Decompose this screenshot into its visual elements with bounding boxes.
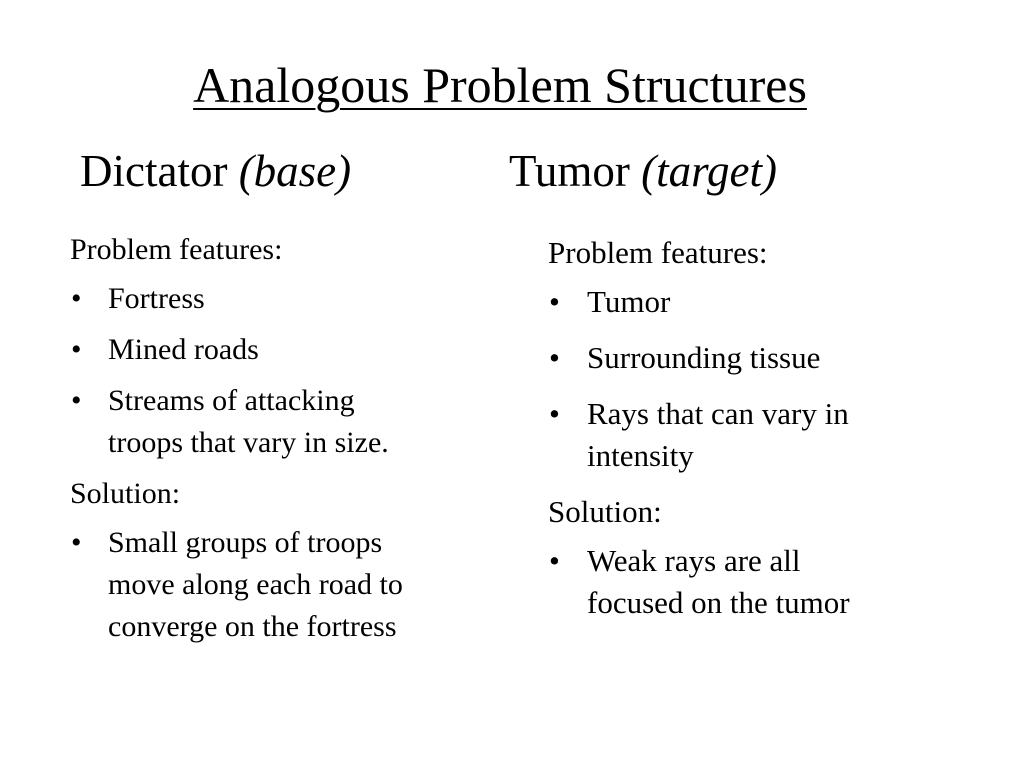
target-solution-label: Solution: — [548, 494, 662, 529]
list-item-text: intensity — [587, 438, 694, 473]
list-item: • Rays that can vary in intensity — [548, 393, 998, 477]
bullet-icon: • — [549, 396, 560, 431]
list-item: • Mined roads — [70, 329, 520, 371]
list-item-text: Tumor — [587, 284, 671, 319]
list-item: • Surrounding tissue — [548, 337, 998, 379]
base-problem-label: Problem features: — [70, 233, 283, 266]
target-column: Problem features: • Tumor • Surrounding tis… — [548, 232, 998, 638]
list-item-text: converge on the fortress — [108, 610, 397, 643]
target-problem-list: • Tumor • Surrounding tissue • Rays that can … — [548, 281, 998, 477]
list-item-text: Weak rays are all — [587, 543, 801, 578]
base-heading-name: Dictator — [80, 146, 228, 196]
bullet-icon: • — [71, 282, 82, 315]
base-heading-role: (base) — [238, 146, 352, 196]
list-item: • Tumor — [548, 281, 998, 323]
bullet-icon: • — [549, 340, 560, 375]
bullet-icon: • — [71, 526, 82, 559]
bullet-icon: • — [549, 543, 560, 578]
base-problem-list: • Fortress • Mined roads • Streams of attacki… — [70, 278, 520, 464]
base-heading: Dictator (base) — [80, 143, 351, 199]
list-item-text: Small groups of troops — [108, 526, 383, 559]
target-heading: Tumor (target) — [509, 143, 777, 199]
list-item-text: move along each road to — [108, 568, 403, 601]
bullet-icon: • — [71, 333, 82, 366]
base-solution-list: • Small groups of troops move along each r… — [70, 522, 520, 648]
bullet-icon: • — [549, 284, 560, 319]
list-item: • Small groups of troops move along each r… — [70, 522, 520, 648]
list-item-text: Rays that can vary in — [587, 396, 849, 431]
list-item-text: Streams of attacking — [108, 384, 355, 417]
slide-title: Analogous Problem Structures — [193, 57, 807, 113]
list-item-text: Fortress — [108, 282, 205, 315]
list-item: • Streams of attacking troops that vary in… — [70, 380, 520, 464]
target-heading-name: Tumor — [509, 146, 630, 196]
list-item-text: focused on the tumor — [587, 585, 850, 620]
list-item: • Fortress — [70, 278, 520, 320]
target-heading-role: (target) — [641, 146, 777, 196]
list-item-text: Surrounding tissue — [587, 340, 821, 375]
base-column: Problem features: •Fortress•Mined roads•… — [70, 229, 520, 657]
base-solution-label: Solution: — [70, 477, 181, 510]
target-solution-list: • Weak rays are all focused on the tumor — [548, 540, 998, 624]
target-problem-label: Problem features: — [548, 235, 768, 270]
list-item-text: troops that vary in size. — [108, 426, 389, 459]
list-item-text: Mined roads — [108, 333, 259, 366]
bullet-icon: • — [71, 384, 82, 417]
list-item: • Weak rays are all focused on the tumor — [548, 540, 998, 624]
